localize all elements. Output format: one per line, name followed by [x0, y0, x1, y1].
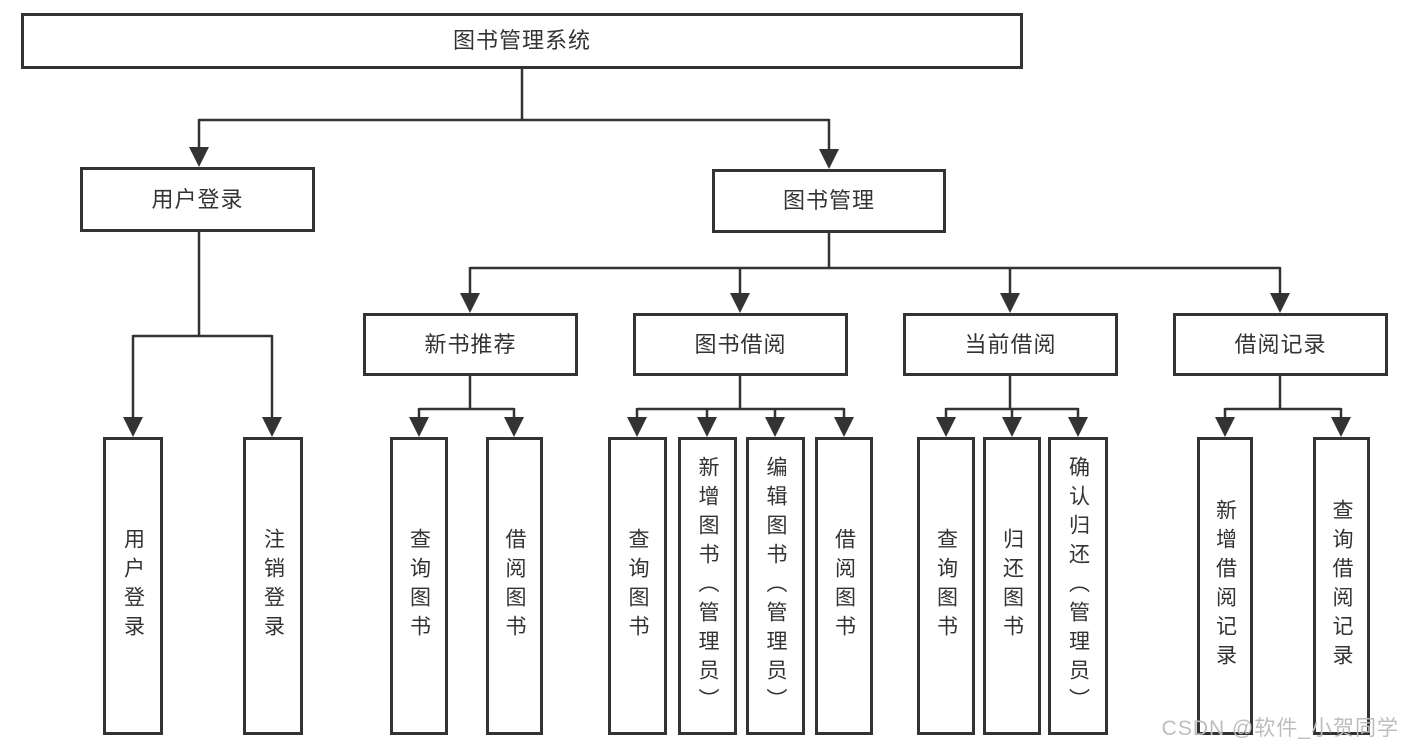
connector-paths: [123, 69, 1351, 437]
leaf-logout: 注销登录: [243, 437, 303, 735]
node-label: 归还图书: [1000, 528, 1024, 644]
node-label: 图书借阅: [694, 331, 787, 357]
leaf-borrow-borrow-books: 借阅图书: [815, 437, 873, 735]
leaf-current-query-books: 查询图书: [917, 437, 975, 735]
node-borrow-records: 借阅记录: [1173, 313, 1388, 376]
leaf-borrow-query-books: 查询图书: [608, 437, 667, 735]
node-label: 查询图书: [934, 528, 958, 644]
node-label: 当前借阅: [964, 331, 1057, 357]
node-label: 注销登录: [261, 528, 285, 644]
node-label: 新增图书（管理员）: [696, 455, 719, 717]
node-label: 查询图书: [407, 528, 431, 644]
node-label: 编辑图书（管理员）: [764, 455, 787, 717]
leaf-records-add-record: 新增借阅记录: [1197, 437, 1253, 735]
leaf-current-return-books: 归还图书: [983, 437, 1041, 735]
leaf-recommend-query-books: 查询图书: [390, 437, 448, 735]
node-label: 图书管理系统: [452, 28, 591, 53]
leaf-records-query-record: 查询借阅记录: [1313, 437, 1370, 735]
node-user-login-branch: 用户登录: [80, 167, 315, 232]
leaf-borrow-edit-books-admin: 编辑图书（管理员）: [746, 437, 805, 735]
node-label: 查询借阅记录: [1330, 499, 1353, 673]
csdn-watermark: CSDN @软件_小贺同学: [1161, 717, 1399, 740]
node-label: 借阅图书: [503, 528, 526, 644]
leaf-user-login: 用户登录: [103, 437, 163, 735]
node-label: 借阅图书: [832, 528, 856, 644]
node-book-management: 图书管理: [712, 169, 946, 233]
node-label: 用户登录: [121, 528, 145, 644]
node-label: 新增借阅记录: [1213, 499, 1237, 673]
leaf-current-confirm-return-admin: 确认归还（管理员）: [1048, 437, 1108, 735]
node-label: 图书管理: [782, 188, 875, 213]
node-label: 确认归还（管理员）: [1066, 455, 1090, 717]
node-label: 用户登录: [151, 186, 244, 212]
node-label: 查询图书: [626, 528, 649, 644]
node-current-borrow: 当前借阅: [903, 313, 1118, 376]
node-label: 新书推荐: [424, 331, 517, 357]
node-root: 图书管理系统: [21, 13, 1023, 69]
node-book-borrow: 图书借阅: [633, 313, 848, 376]
leaf-recommend-borrow-books: 借阅图书: [486, 437, 543, 735]
node-new-book-recommend: 新书推荐: [363, 313, 578, 376]
node-label: 借阅记录: [1234, 331, 1327, 357]
leaf-borrow-add-books-admin: 新增图书（管理员）: [678, 437, 737, 735]
